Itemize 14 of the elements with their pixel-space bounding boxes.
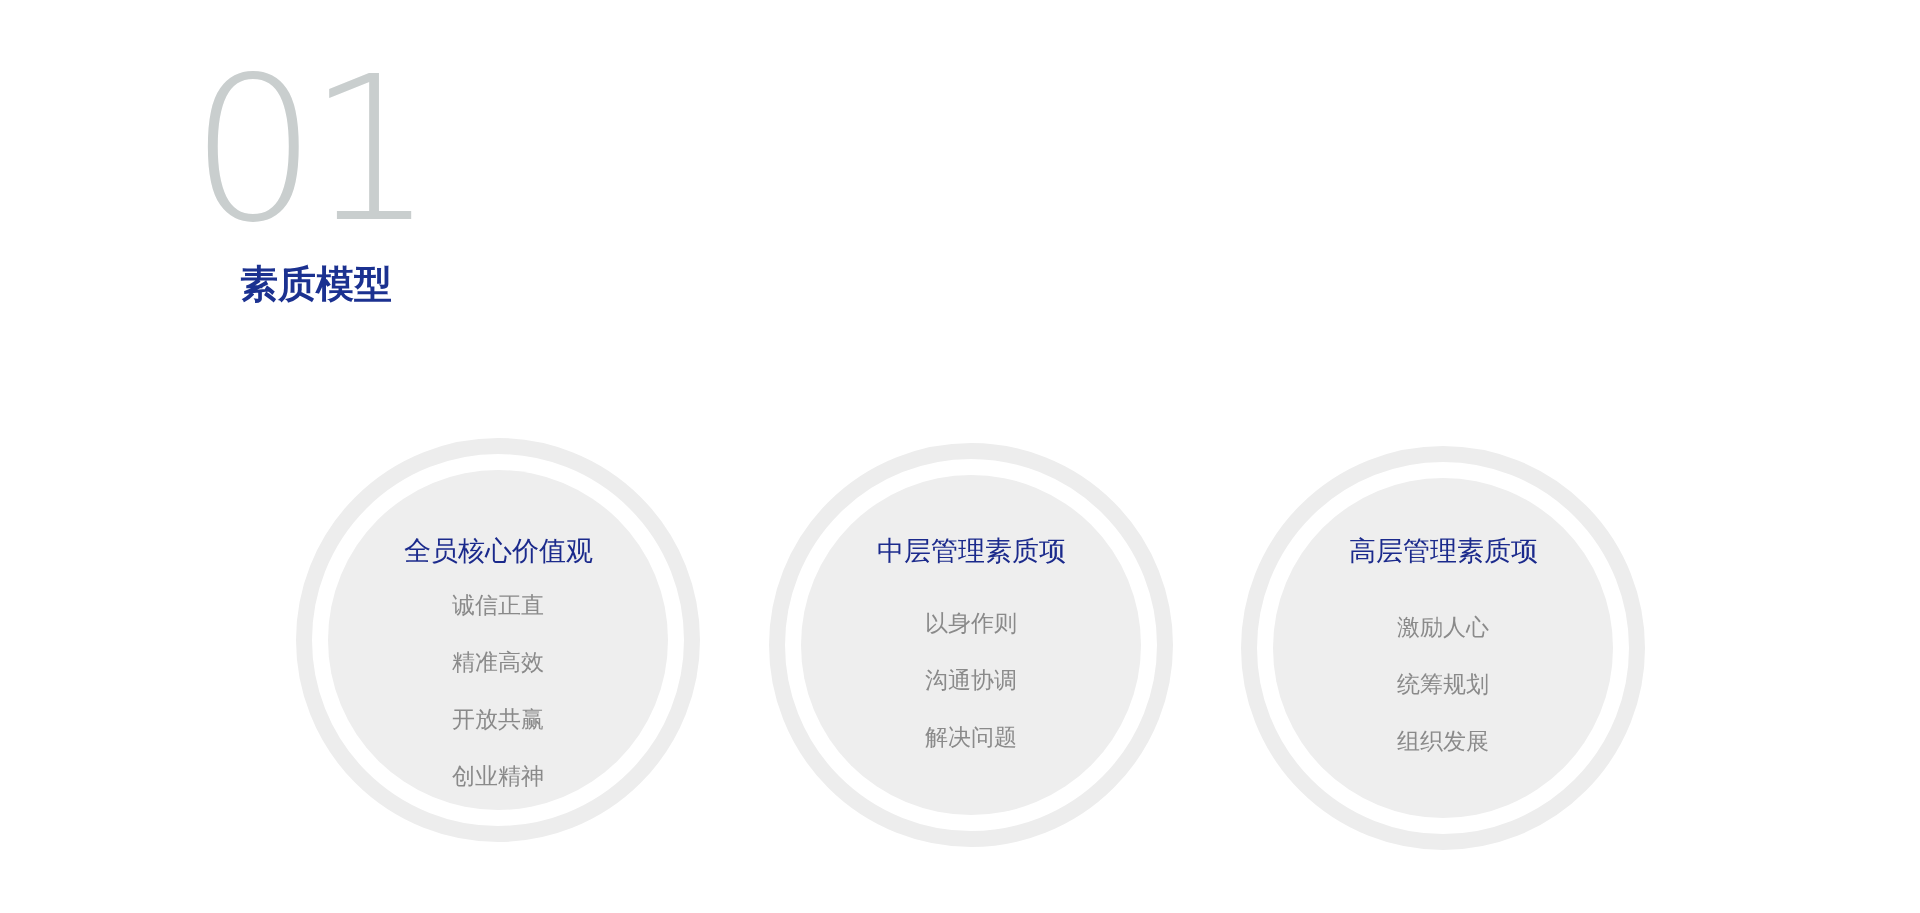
list-item: 沟通协调 (925, 667, 1017, 695)
list-item: 创业精神 (452, 763, 544, 791)
section-title: 素质模型 (240, 262, 392, 308)
list-item: 解决问题 (925, 724, 1017, 752)
circle-heading: 中层管理素质项 (876, 534, 1066, 568)
list-item: 开放共赢 (452, 706, 544, 734)
list-item: 组织发展 (1397, 728, 1489, 756)
list-item: 以身作则 (925, 610, 1017, 638)
list-item: 激励人心 (1397, 614, 1489, 642)
circle-heading: 全员核心价值观 (403, 534, 593, 568)
list-item: 精准高效 (452, 649, 544, 677)
list-item: 统筹规划 (1397, 671, 1489, 699)
list-item: 诚信正直 (452, 592, 544, 620)
circle-heading: 高层管理素质项 (1348, 534, 1538, 568)
